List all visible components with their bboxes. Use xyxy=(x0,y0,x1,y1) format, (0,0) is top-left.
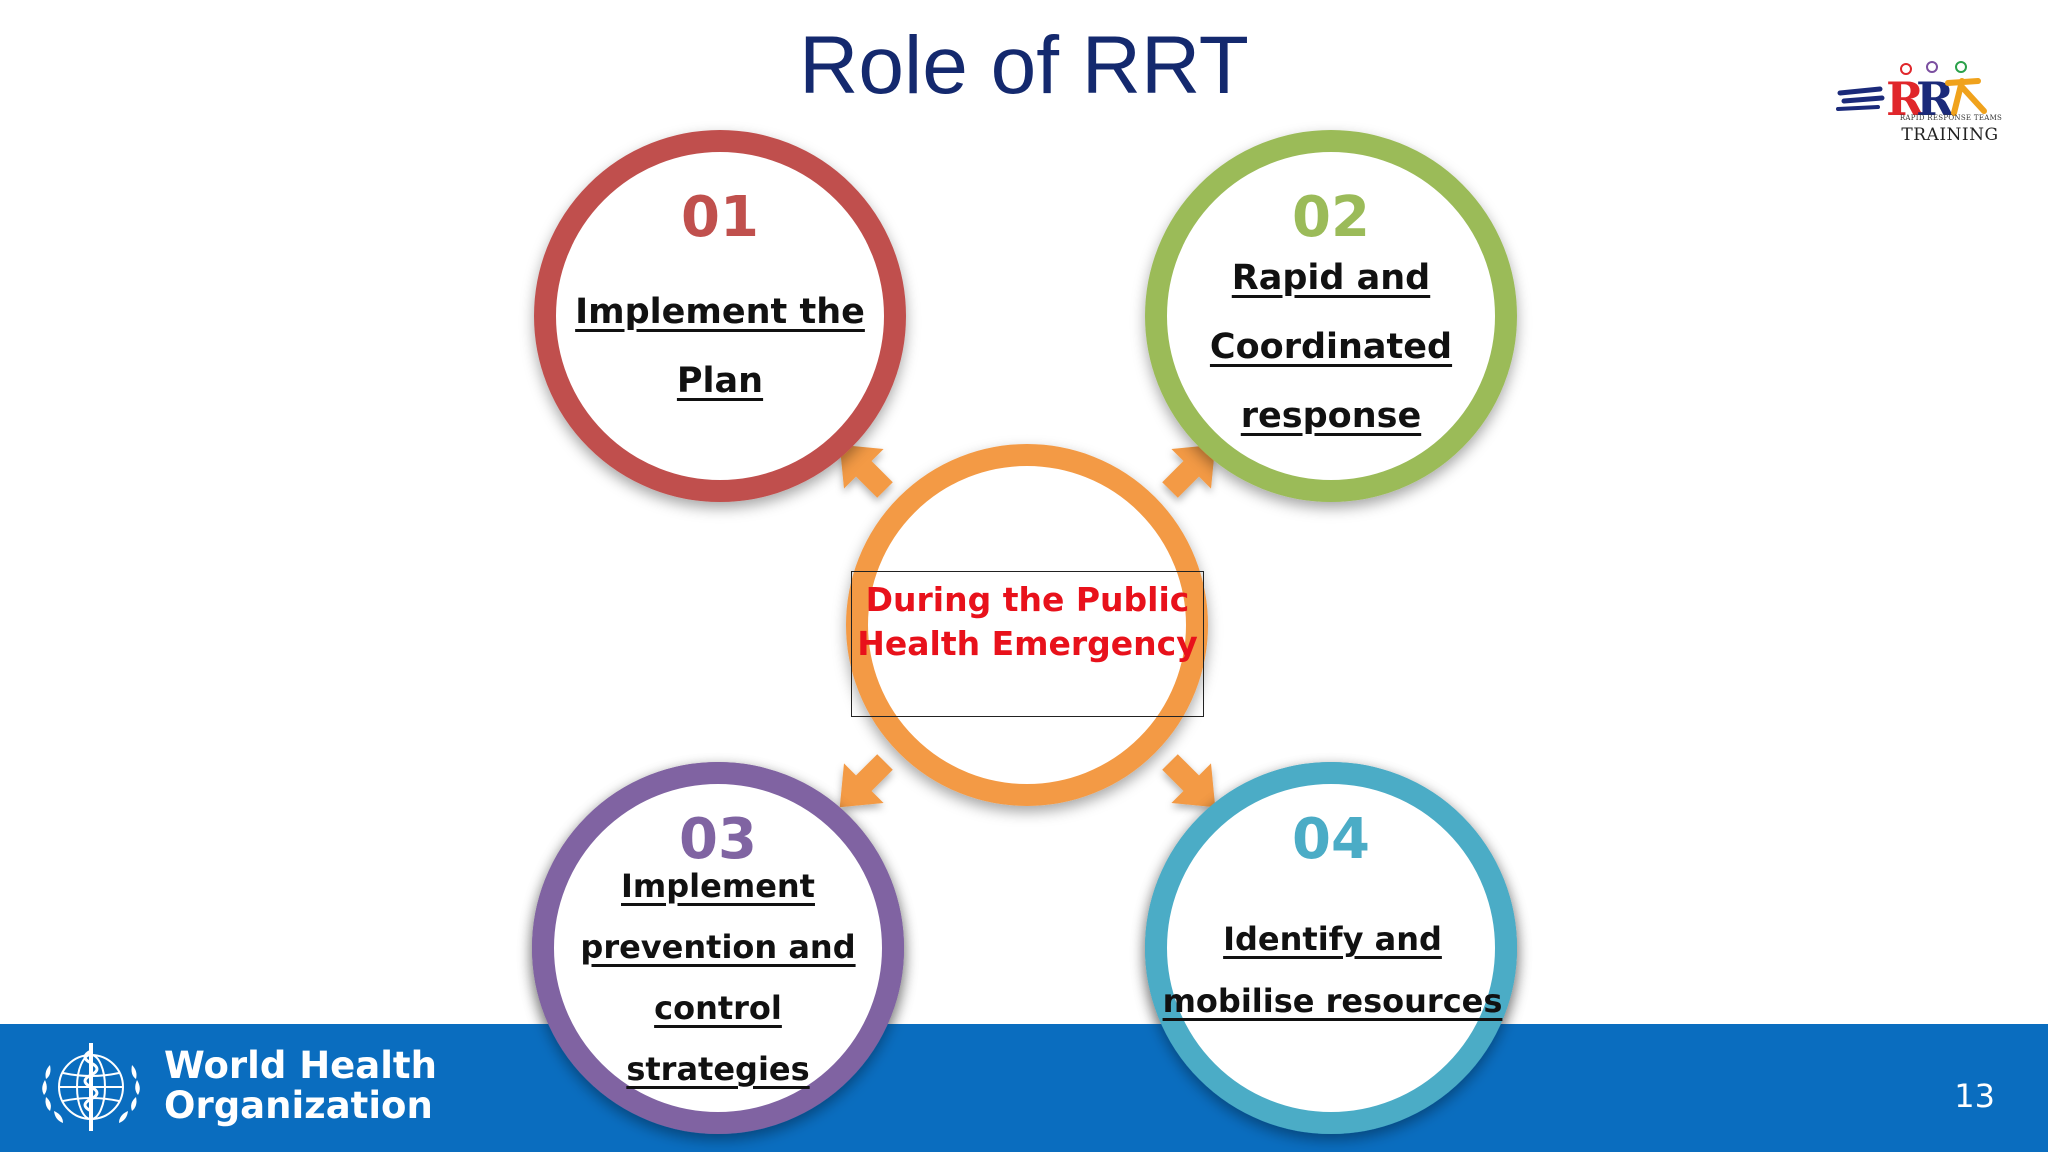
slide-title: Role of RRT xyxy=(799,20,1249,111)
item-01-number: 01 xyxy=(681,185,759,250)
circle-02 xyxy=(1145,130,1517,502)
center-label: During the Public Health Emergency xyxy=(857,580,1198,663)
item-04-label: Identify and mobilise resources xyxy=(1162,920,1503,1020)
item-02-label: Rapid and Coordinated response xyxy=(1209,258,1453,436)
svg-text:R: R xyxy=(1886,72,1925,126)
rrt-logo-subtitle: RAPID RESPONSE TEAMS xyxy=(1899,114,2003,122)
item-04-number: 04 xyxy=(1292,807,1370,872)
who-name-line2: Organization xyxy=(164,1084,433,1127)
item-03-number: 03 xyxy=(679,807,757,872)
who-name-line1: World Health xyxy=(164,1044,437,1087)
page-number: 13 xyxy=(1954,1077,1995,1115)
arrow-top-left xyxy=(839,444,893,498)
item-03-label: Implement prevention and control strateg… xyxy=(580,867,856,1088)
rrt-logo-icon: R R xyxy=(1836,61,1987,126)
circle-01 xyxy=(534,130,906,502)
footer-band xyxy=(0,1024,2048,1152)
center-circle xyxy=(846,444,1208,806)
who-emblem-icon xyxy=(42,1043,140,1131)
item-02-number: 02 xyxy=(1292,185,1370,250)
who-name: World Health Organization xyxy=(164,1046,437,1126)
item-01-label: Implement the Plan xyxy=(575,292,865,401)
rrt-logo-caption: TRAINING xyxy=(1901,125,1999,145)
arrow-top-right xyxy=(1162,444,1216,498)
center-text-box xyxy=(851,571,1204,717)
